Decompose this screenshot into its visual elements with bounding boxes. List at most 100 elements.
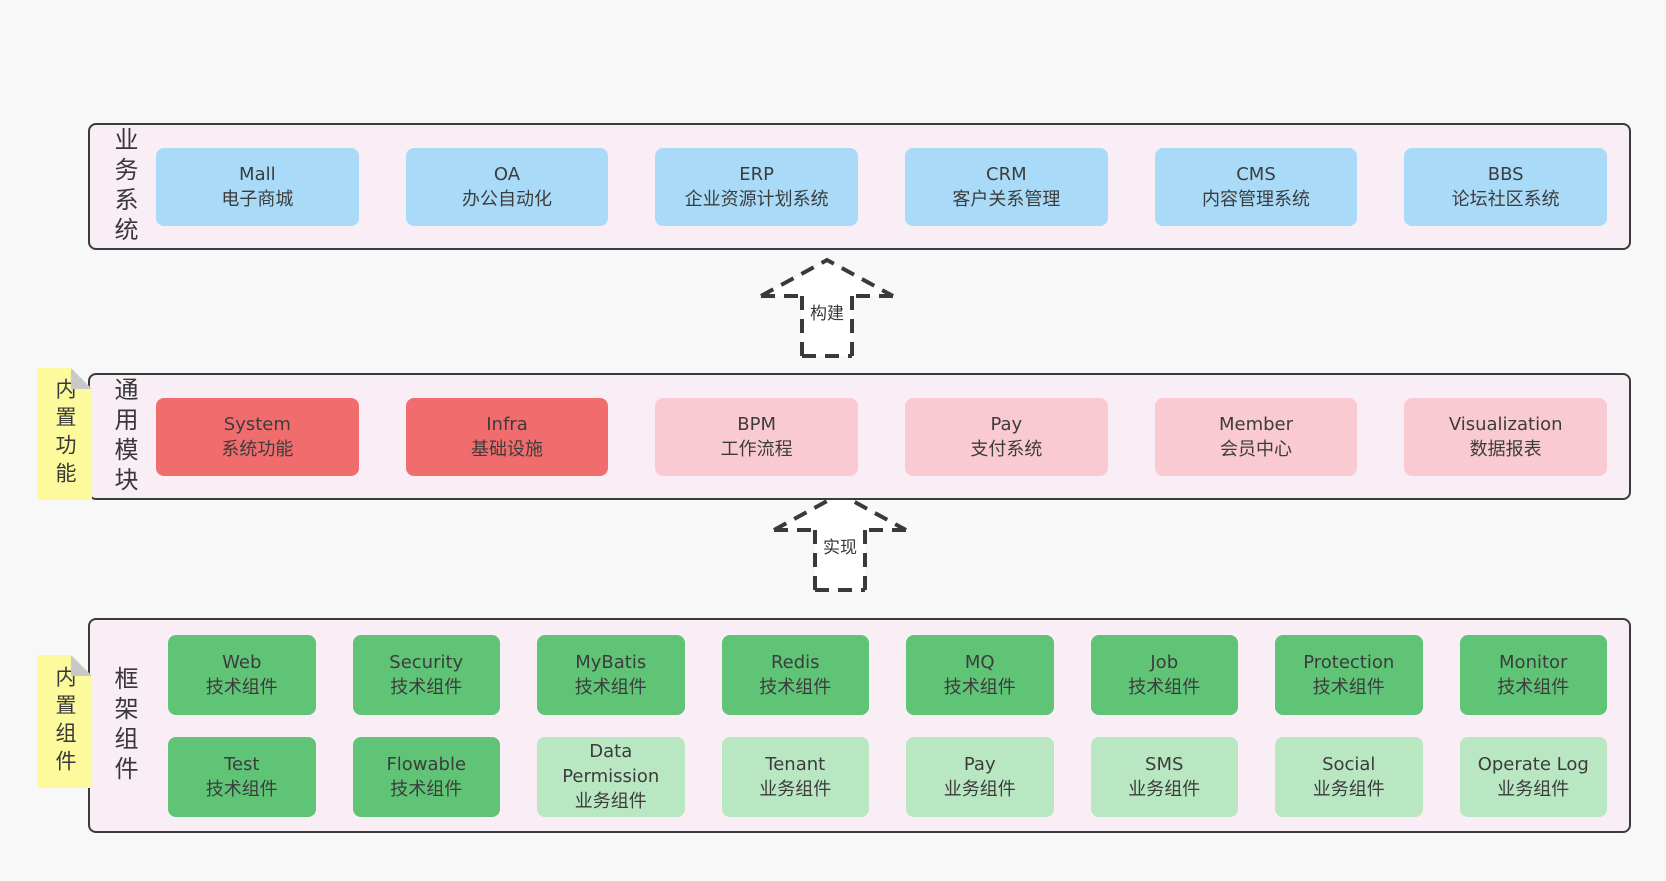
box-bpm: BPM 工作流程 [655,397,858,476]
box-title: Social [1322,753,1376,775]
box-subtitle: 技术组件 [390,778,463,800]
box-subtitle: 业务组件 [574,791,647,812]
box-redis: Redis 技术组件 [721,634,869,715]
box-tenant: Tenant 业务组件 [721,736,869,817]
band-framework-components: 框架组件 Web 技术组件 Security 技术组件 MyBatis 技术组件… [88,618,1631,833]
box-title: BPM [737,413,777,435]
box-mall: Mall 电子商城 [156,147,359,226]
box-title: MQ [964,651,995,673]
sticky-note-built-in-features: 内置功能 [37,368,92,500]
box-subtitle: 基础设施 [470,438,543,460]
box-erp: ERP 企业资源计划系统 [655,147,858,226]
component-rows: Web 技术组件 Security 技术组件 MyBatis 技术组件 Redi… [156,634,1607,817]
box-title: Member [1218,413,1294,435]
box-title: Visualization [1448,413,1563,435]
box-subtitle: 办公自动化 [461,188,552,210]
box-title: Pay [963,753,996,775]
box-title: Mall [239,163,276,185]
box-title: Monitor [1499,651,1568,673]
band-components-label: 框架组件 [110,665,138,786]
box-title: Security [389,651,464,673]
box-subtitle: 技术组件 [205,676,278,698]
box-subtitle: 系统功能 [221,438,294,460]
box-subtitle: 业务组件 [1312,778,1385,800]
box-crm: CRM 客户关系管理 [905,147,1108,226]
build-arrow: 构建 [757,256,897,360]
box-subtitle: 技术组件 [574,676,647,698]
box-pay-component: Pay 业务组件 [906,736,1054,817]
build-arrow-label: 构建 [810,304,844,324]
box-title: SMS [1145,753,1184,775]
box-subtitle: 技术组件 [390,676,463,698]
box-subtitle: 技术组件 [943,676,1016,698]
box-subtitle: 会员中心 [1219,438,1292,460]
box-mybatis: MyBatis 技术组件 [537,634,685,715]
box-title: Redis [770,651,820,673]
box-title: Test [224,753,260,775]
box-subtitle: 工作流程 [720,438,793,460]
box-title: System [223,413,291,435]
box-subtitle: 支付系统 [970,438,1043,460]
box-subtitle: 业务组件 [1497,778,1570,800]
band-business-label: 业务系统 [110,126,138,247]
box-subtitle: 业务组件 [943,778,1016,800]
band-modules-label: 通用模块 [110,376,138,497]
box-title: Protection [1303,651,1395,673]
box-infra: Infra 基础设施 [405,397,609,476]
box-flowable: Flowable 技术组件 [352,736,500,817]
box-title: Data Permission [562,741,660,787]
box-data-permission: Data Permission 业务组件 [537,736,685,817]
box-job: Job 技术组件 [1090,634,1238,715]
box-pay: Pay 支付系统 [905,397,1108,476]
component-row-1: Web 技术组件 Security 技术组件 MyBatis 技术组件 Redi… [168,634,1607,715]
box-title: ERP [739,163,775,185]
box-visualization: Visualization 数据报表 [1404,397,1607,476]
box-title: BBS [1487,163,1524,185]
box-bbs: BBS 论坛社区系统 [1404,147,1607,226]
box-subtitle: 技术组件 [1128,676,1201,698]
box-subtitle: 技术组件 [1312,676,1385,698]
box-title: CRM [986,163,1027,185]
band-common-modules: 通用模块 System 系统功能 Infra 基础设施 BPM 工作流程 Pay… [88,373,1631,500]
note-label: 内置功能 [53,378,77,490]
box-subtitle: 数据报表 [1469,438,1542,460]
box-subtitle: 客户关系管理 [952,188,1061,210]
box-subtitle: 企业资源计划系统 [684,188,829,210]
box-system: System 系统功能 [156,397,359,476]
box-title: Web [222,651,262,673]
box-subtitle: 业务组件 [759,778,832,800]
box-cms: CMS 内容管理系统 [1154,147,1358,226]
box-title: Flowable [386,753,467,775]
sticky-note-built-in-components: 内置组件 [37,655,92,788]
box-web: Web 技术组件 [168,634,316,715]
implement-arrow: 实现 [770,490,910,594]
box-protection: Protection 技术组件 [1275,634,1423,715]
box-subtitle: 技术组件 [1497,676,1570,698]
box-subtitle: 技术组件 [205,778,278,800]
box-mq: MQ 技术组件 [906,634,1054,715]
box-security: Security 技术组件 [352,634,500,715]
note-label: 内置组件 [53,665,77,778]
box-title: Tenant [765,753,826,775]
box-oa: OA 办公自动化 [405,147,609,226]
box-subtitle: 内容管理系统 [1201,188,1310,210]
box-title: Job [1150,651,1179,673]
component-row-2: Test 技术组件 Flowable 技术组件 Data Permission … [168,736,1607,817]
box-test: Test 技术组件 [168,736,316,817]
implement-arrow-label: 实现 [823,538,857,558]
box-subtitle: 论坛社区系统 [1451,188,1560,210]
box-title: MyBatis [575,651,647,673]
business-boxes-row: Mall 电子商城 OA 办公自动化 ERP 企业资源计划系统 CRM 客户关系… [156,147,1607,226]
box-member: Member 会员中心 [1154,397,1358,476]
band-business-systems: 业务系统 Mall 电子商城 OA 办公自动化 ERP 企业资源计划系统 CRM… [88,123,1631,250]
box-title: OA [493,163,521,185]
box-subtitle: 电子商城 [221,188,294,210]
box-subtitle: 技术组件 [759,676,832,698]
box-title: CMS [1236,163,1276,185]
box-sms: SMS 业务组件 [1090,736,1238,817]
box-title: Pay [990,413,1023,435]
up-arrow-icon [760,257,894,358]
box-title: Infra [486,413,528,435]
module-boxes-row: System 系统功能 Infra 基础设施 BPM 工作流程 Pay 支付系统… [156,397,1607,476]
